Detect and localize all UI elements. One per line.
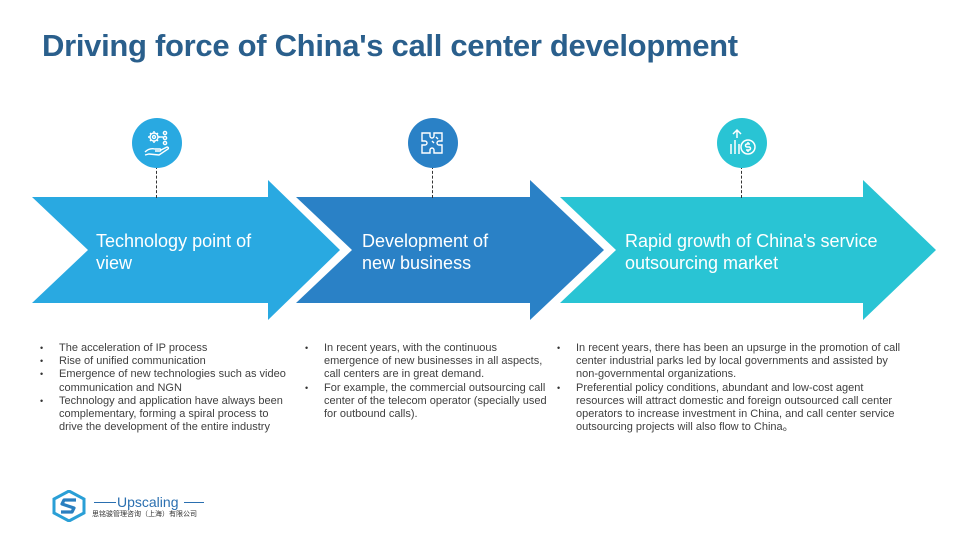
stage-2-bullets: In recent years, with the continuous eme… <box>305 342 550 421</box>
arrow-shape-1 <box>32 180 340 320</box>
hand-gear-icon <box>144 130 170 156</box>
stage-2-label: Development of new business <box>362 231 489 273</box>
stage-3-bullets: In recent years, there has been an upsur… <box>557 342 912 434</box>
bullet-item: Emergence of new technologies such as vi… <box>40 368 295 394</box>
company-name: 思铭骏管理咨询（上海）有限公司 <box>92 510 197 518</box>
bullet-item: The acceleration of IP process <box>40 342 295 355</box>
puzzle-icon <box>421 132 443 154</box>
stage-3-label: Rapid growth of China's service outsourc… <box>625 231 878 273</box>
slide-title: Driving force of China's call center dev… <box>42 28 738 63</box>
brand-rule-right <box>184 502 204 503</box>
stage-1-icon-badge <box>132 118 182 168</box>
connector-1 <box>156 166 157 198</box>
connector-2 <box>432 166 433 198</box>
growth-dollar-icon <box>730 128 756 155</box>
stage-1-bullets: The acceleration of IP process Rise of u… <box>40 342 295 434</box>
arrow-shape-2 <box>296 180 604 320</box>
stage-3-icon-badge <box>717 118 767 168</box>
arrow-shape-3 <box>560 180 936 320</box>
stage-1-label: Technology point of view <box>96 231 252 273</box>
bullet-item: In recent years, with the continuous eme… <box>305 342 550 382</box>
brand-rule-left <box>94 502 116 503</box>
bullet-item: Rise of unified communication <box>40 355 295 368</box>
upscaling-logo-icon <box>52 490 86 522</box>
brand-name: Upscaling <box>117 494 179 510</box>
stage-2-icon-badge <box>408 118 458 168</box>
bullet-item: For example, the commercial outsourcing … <box>305 382 550 422</box>
connector-3 <box>741 166 742 198</box>
bullet-item: In recent years, there has been an upsur… <box>557 342 912 382</box>
bullet-item: Technology and application have always b… <box>40 395 295 435</box>
bullet-item: Preferential policy conditions, abundant… <box>557 382 912 435</box>
